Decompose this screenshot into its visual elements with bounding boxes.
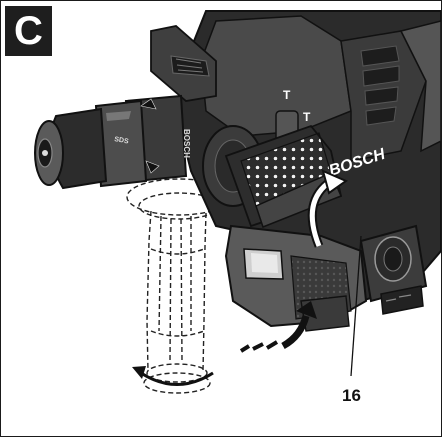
drill-chuck: SDS BOSCH [34, 94, 191, 190]
rotate-arrow-icon [307, 169, 349, 248]
chuck-label: SDS [114, 136, 130, 145]
dashed-handle-outline [126, 178, 232, 394]
mode-symbol: T [283, 88, 291, 102]
panel-letter: C [14, 9, 43, 53]
chuck-brand: BOSCH [182, 129, 191, 158]
panel-letter-box: C [5, 6, 52, 56]
handle-rotation-arrow-icon [132, 366, 214, 386]
motion-arrow-icon [239, 301, 317, 353]
callout-number: 16 [342, 386, 361, 405]
lower-housing [224, 224, 428, 332]
mode-symbol-2: T [303, 110, 311, 124]
callout-leader-line [350, 235, 362, 377]
